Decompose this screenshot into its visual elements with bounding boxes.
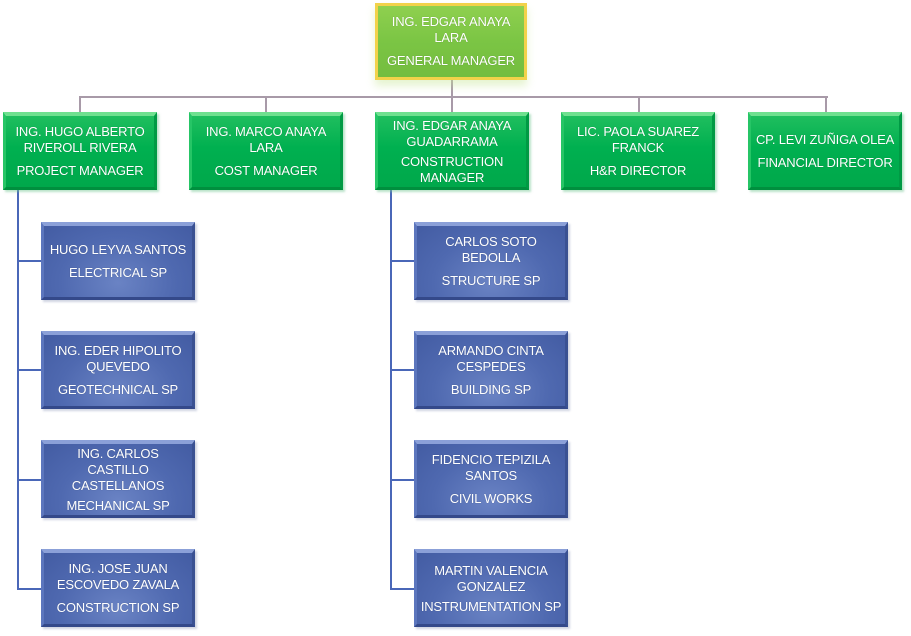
node-name: CP. LEVI ZUÑIGA OLEA	[755, 132, 895, 147]
node-role: MECHANICAL SP	[66, 497, 170, 513]
connector-managers-bus	[79, 96, 828, 98]
connector-manager-5	[825, 96, 827, 113]
node-financial-director[interactable]: CP. LEVI ZUÑIGA OLEA FINANCIAL DIRECTOR	[748, 112, 902, 190]
node-role: CONSTRUCTION MANAGER	[400, 153, 504, 185]
node-name: ARMANDO CINTA CESPEDES	[438, 343, 544, 374]
connector-manager-3	[451, 96, 453, 113]
node-instrumentation-sp[interactable]: MARTIN VALENCIA GONZALEZ INSTRUMENTATION…	[414, 549, 568, 627]
node-name: CARLOS SOTO BEDOLLA	[445, 234, 537, 265]
node-electrical-sp[interactable]: HUGO LEYVA SANTOS ELECTRICAL SP	[41, 222, 195, 300]
node-name: ING. EDGAR ANAYA GUADARRAMA	[392, 117, 512, 149]
node-building-sp[interactable]: ARMANDO CINTA CESPEDES BUILDING SP	[414, 331, 568, 409]
node-name: ING. CARLOS CASTILLO CASTELLANOS	[71, 445, 165, 493]
node-role: STRUCTURE SP	[441, 273, 541, 288]
node-project-manager[interactable]: ING. HUGO ALBERTO RIVEROLL RIVERA PROJEC…	[3, 112, 157, 190]
node-name: LIC. PAOLA SUAREZ FRANCK	[576, 124, 700, 155]
node-role: COST MANAGER	[214, 163, 318, 178]
node-structure-sp[interactable]: CARLOS SOTO BEDOLLA STRUCTURE SP	[414, 222, 568, 300]
node-role: INSTRUMENTATION SP	[420, 598, 562, 614]
connector-cm-child-4	[390, 588, 415, 590]
node-role: CONSTRUCTION SP	[56, 600, 180, 615]
connector-manager-2	[265, 96, 267, 113]
node-role: BUILDING SP	[450, 382, 532, 397]
node-general-manager[interactable]: ING. EDGAR ANAYA LARA GENERAL MANAGER	[375, 3, 527, 80]
node-geotechnical-sp[interactable]: ING. EDER HIPOLITO QUEVEDO GEOTECHNICAL …	[41, 331, 195, 409]
connector-pm-spine	[17, 190, 19, 590]
connector-pm-child-3	[17, 479, 42, 481]
node-role: GENERAL MANAGER	[387, 53, 515, 68]
connector-gm-down	[451, 80, 453, 98]
node-name: ING. JOSE JUAN ESCOVEDO ZAVALA	[56, 561, 180, 592]
node-name: ING. MARCO ANAYA LARA	[205, 124, 327, 155]
node-name: ING. HUGO ALBERTO RIVEROLL RIVERA	[15, 124, 145, 155]
node-mechanical-sp[interactable]: ING. CARLOS CASTILLO CASTELLANOS MECHANI…	[41, 440, 195, 518]
node-name: FIDENCIO TEPIZILA SANTOS	[431, 452, 551, 483]
node-name: ING. EDER HIPOLITO QUEVEDO	[54, 343, 182, 374]
node-cost-manager[interactable]: ING. MARCO ANAYA LARA COST MANAGER	[189, 112, 343, 190]
node-civil-works[interactable]: FIDENCIO TEPIZILA SANTOS CIVIL WORKS	[414, 440, 568, 518]
node-role: ELECTRICAL SP	[68, 265, 168, 280]
node-role: PROJECT MANAGER	[16, 163, 144, 178]
node-role: FINANCIAL DIRECTOR	[757, 155, 893, 170]
node-construction-manager[interactable]: ING. EDGAR ANAYA GUADARRAMA CONSTRUCTION…	[375, 112, 529, 190]
connector-pm-child-4	[17, 588, 42, 590]
connector-pm-child-2	[17, 369, 42, 371]
connector-cm-child-2	[390, 369, 415, 371]
node-name: MARTIN VALENCIA GONZALEZ	[434, 562, 548, 594]
node-role: GEOTECHNICAL SP	[57, 382, 179, 397]
node-hr-director[interactable]: LIC. PAOLA SUAREZ FRANCK H&R DIRECTOR	[561, 112, 715, 190]
node-name: HUGO LEYVA SANTOS	[49, 242, 187, 257]
node-role: CIVIL WORKS	[449, 491, 533, 506]
connector-cm-child-3	[390, 479, 415, 481]
node-name: ING. EDGAR ANAYA LARA	[391, 14, 511, 45]
connector-manager-4	[638, 96, 640, 113]
connector-manager-1	[79, 96, 81, 113]
node-role: H&R DIRECTOR	[589, 163, 687, 178]
connector-cm-spine	[390, 190, 392, 590]
connector-cm-child-1	[390, 260, 415, 262]
connector-pm-child-1	[17, 260, 42, 262]
node-construction-sp[interactable]: ING. JOSE JUAN ESCOVEDO ZAVALA CONSTRUCT…	[41, 549, 195, 627]
